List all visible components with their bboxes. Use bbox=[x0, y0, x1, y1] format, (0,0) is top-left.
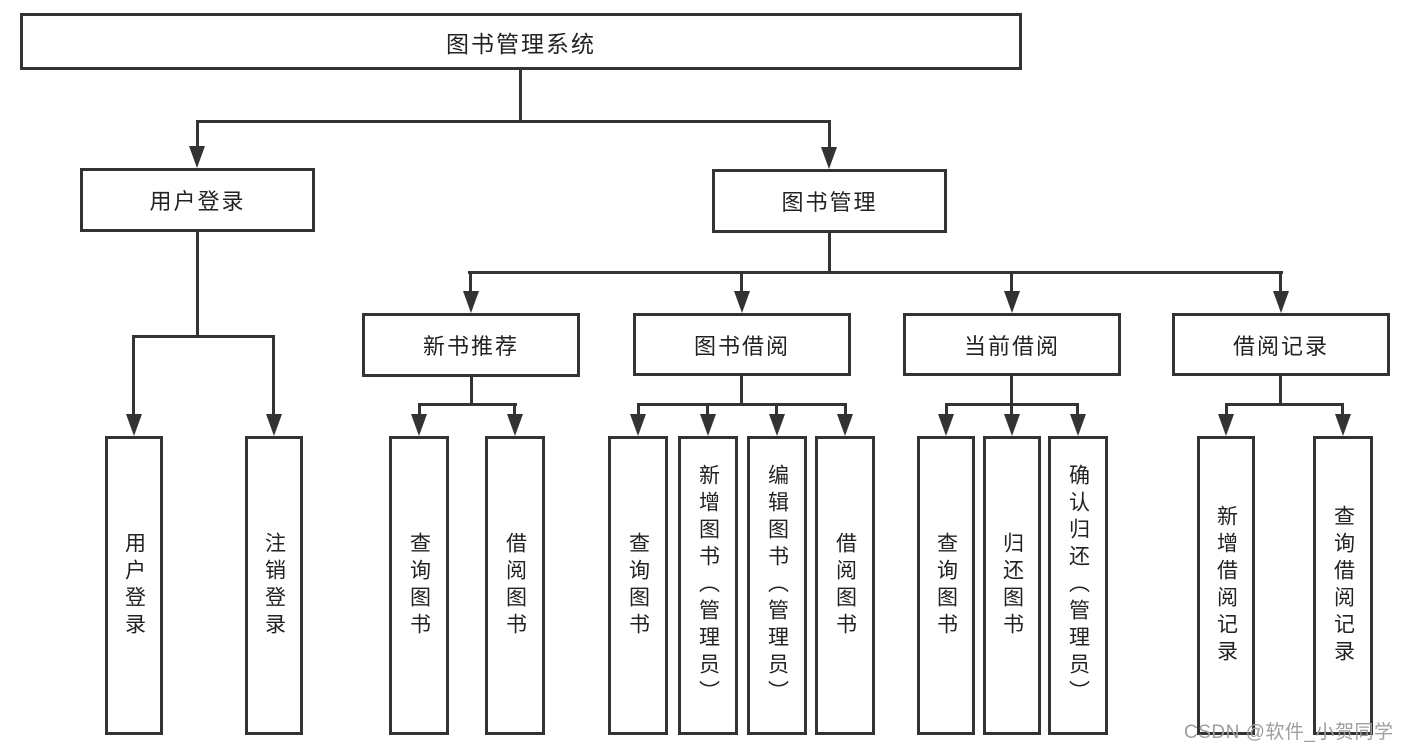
leaf-label: 确认归还（管理员） bbox=[1066, 464, 1090, 707]
arrow-down-icon bbox=[821, 147, 837, 169]
leaf-user-login: 用户登录 bbox=[105, 436, 163, 735]
connector-line bbox=[1225, 403, 1344, 406]
leaf-edit-books-admin: 编辑图书（管理员） bbox=[747, 436, 807, 735]
connector-line bbox=[740, 376, 743, 403]
connector-line bbox=[1076, 406, 1079, 414]
connector-line bbox=[706, 406, 709, 414]
connector-line bbox=[740, 274, 743, 292]
leaf-query-borrow-record: 查询借阅记录 bbox=[1313, 436, 1373, 735]
leaf-label: 查询图书 bbox=[407, 531, 431, 640]
arrow-down-icon bbox=[1273, 291, 1289, 313]
node-label: 图书管理 bbox=[781, 190, 878, 215]
connector-line bbox=[1010, 376, 1013, 403]
arrow-down-icon bbox=[507, 414, 523, 436]
connector-line bbox=[775, 406, 778, 414]
connector-line bbox=[196, 232, 199, 335]
connector-line bbox=[1341, 406, 1344, 414]
connector-line bbox=[513, 406, 516, 414]
arrow-down-icon bbox=[266, 414, 282, 436]
arrow-down-icon bbox=[463, 291, 479, 313]
arrow-down-icon bbox=[1335, 414, 1351, 436]
leaf-borrow-books-recommend: 借阅图书 bbox=[485, 436, 545, 735]
leaf-add-borrow-record: 新增借阅记录 bbox=[1197, 436, 1255, 735]
connector-line bbox=[637, 406, 640, 414]
connector-line bbox=[945, 406, 948, 414]
connector-line bbox=[132, 338, 135, 414]
node-new-book-recommend: 新书推荐 bbox=[362, 313, 580, 377]
arrow-down-icon bbox=[1004, 291, 1020, 313]
leaf-label: 新增借阅记录 bbox=[1214, 504, 1238, 667]
leaf-label: 编辑图书（管理员） bbox=[765, 464, 789, 707]
connector-line bbox=[418, 403, 517, 406]
leaf-label: 查询图书 bbox=[934, 531, 958, 640]
arrow-down-icon bbox=[769, 414, 785, 436]
connector-line bbox=[132, 335, 275, 338]
connector-line bbox=[1279, 274, 1282, 292]
connector-line bbox=[945, 403, 1079, 406]
csdn-watermark: CSDN @软件_小贺同学 bbox=[1184, 722, 1394, 743]
leaf-query-books: 查询图书 bbox=[608, 436, 668, 735]
connector-line bbox=[519, 70, 522, 123]
connector-line bbox=[196, 120, 831, 123]
leaf-label: 查询借阅记录 bbox=[1331, 504, 1355, 667]
leaf-label: 注销登录 bbox=[262, 531, 286, 640]
connector-line bbox=[844, 406, 847, 414]
node-book-borrow: 图书借阅 bbox=[633, 313, 851, 376]
leaf-query-books-recommend: 查询图书 bbox=[389, 436, 449, 735]
node-label: 图书管理系统 bbox=[446, 30, 596, 57]
node-borrow-records: 借阅记录 bbox=[1172, 313, 1390, 376]
leaf-return-books: 归还图书 bbox=[983, 436, 1041, 735]
node-label: 当前借阅 bbox=[963, 333, 1060, 359]
node-book-management: 图书管理 bbox=[712, 169, 947, 233]
node-label: 借阅记录 bbox=[1232, 333, 1329, 359]
connector-line bbox=[828, 233, 831, 273]
arrow-down-icon bbox=[1004, 414, 1020, 436]
node-label: 图书借阅 bbox=[693, 333, 790, 359]
arrow-down-icon bbox=[126, 414, 142, 436]
connector-line bbox=[1010, 274, 1013, 292]
arrow-down-icon bbox=[1070, 414, 1086, 436]
leaf-query-books-current: 查询图书 bbox=[917, 436, 975, 735]
connector-line bbox=[1279, 376, 1282, 403]
connector-line bbox=[468, 271, 1283, 274]
connector-line bbox=[196, 123, 199, 149]
leaf-label: 借阅图书 bbox=[833, 531, 857, 640]
connector-line bbox=[1010, 406, 1013, 414]
leaf-label: 归还图书 bbox=[1000, 531, 1024, 640]
connector-line bbox=[469, 274, 472, 292]
arrow-down-icon bbox=[411, 414, 427, 436]
connector-line bbox=[1225, 406, 1228, 414]
leaf-label: 新增图书（管理员） bbox=[696, 464, 720, 707]
node-label: 用户登录 bbox=[149, 189, 246, 214]
connector-line bbox=[418, 406, 421, 414]
leaf-confirm-return-admin: 确认归还（管理员） bbox=[1048, 436, 1108, 735]
connector-line bbox=[828, 123, 831, 149]
node-current-borrow: 当前借阅 bbox=[903, 313, 1121, 376]
leaf-logout: 注销登录 bbox=[245, 436, 303, 735]
arrow-down-icon bbox=[837, 414, 853, 436]
arrow-down-icon bbox=[189, 146, 205, 168]
connector-line bbox=[637, 403, 847, 406]
leaf-add-books-admin: 新增图书（管理员） bbox=[678, 436, 738, 735]
node-root-library-management-system: 图书管理系统 bbox=[20, 13, 1022, 70]
node-user-login: 用户登录 bbox=[80, 168, 315, 232]
connector-line bbox=[470, 377, 473, 403]
leaf-label: 借阅图书 bbox=[503, 531, 527, 640]
arrow-down-icon bbox=[938, 414, 954, 436]
leaf-label: 查询图书 bbox=[626, 531, 650, 640]
leaf-label: 用户登录 bbox=[122, 531, 146, 640]
arrow-down-icon bbox=[700, 414, 716, 436]
connector-line bbox=[272, 338, 275, 414]
leaf-borrow-books: 借阅图书 bbox=[815, 436, 875, 735]
node-label: 新书推荐 bbox=[422, 334, 519, 359]
arrow-down-icon bbox=[630, 414, 646, 436]
arrow-down-icon bbox=[734, 291, 750, 313]
arrow-down-icon bbox=[1218, 414, 1234, 436]
